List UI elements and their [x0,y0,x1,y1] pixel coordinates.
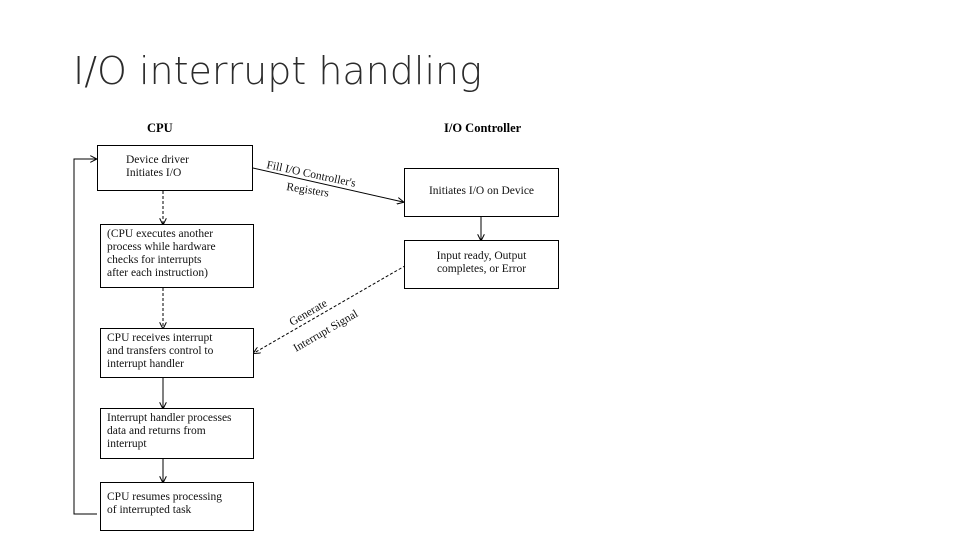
arrow-generate-interrupt [254,262,411,353]
loop-back-arrow [73,159,97,515]
arrow-fill-registers [252,167,403,202]
interrupt-handler-box: Interrupt handler processes data and ret… [100,408,254,459]
generate-label-line2: Interrupt Signal [292,308,361,355]
slide-title: I/O interrupt handling [73,49,482,93]
fill-registers-label-line1: Fill I/O Controller's [265,159,357,190]
initiates-io-box: Initiates I/O on Device [404,168,559,217]
cpu-resumes-box: CPU resumes processing of interrupted ta… [100,482,254,531]
cpu-column-header: CPU [147,121,173,135]
cpu-executes-box: (CPU executes another process while hard… [100,224,254,288]
fill-registers-label-line2: Registers [286,181,331,200]
input-ready-box: Input ready, Output completes, or Error [404,240,559,289]
io-controller-column-header: I/O Controller [444,121,522,135]
device-driver-box: Device driver Initiates I/O [97,145,253,191]
cpu-receives-box: CPU receives interrupt and transfers con… [100,328,254,378]
generate-label-line1: Generate [288,297,330,328]
